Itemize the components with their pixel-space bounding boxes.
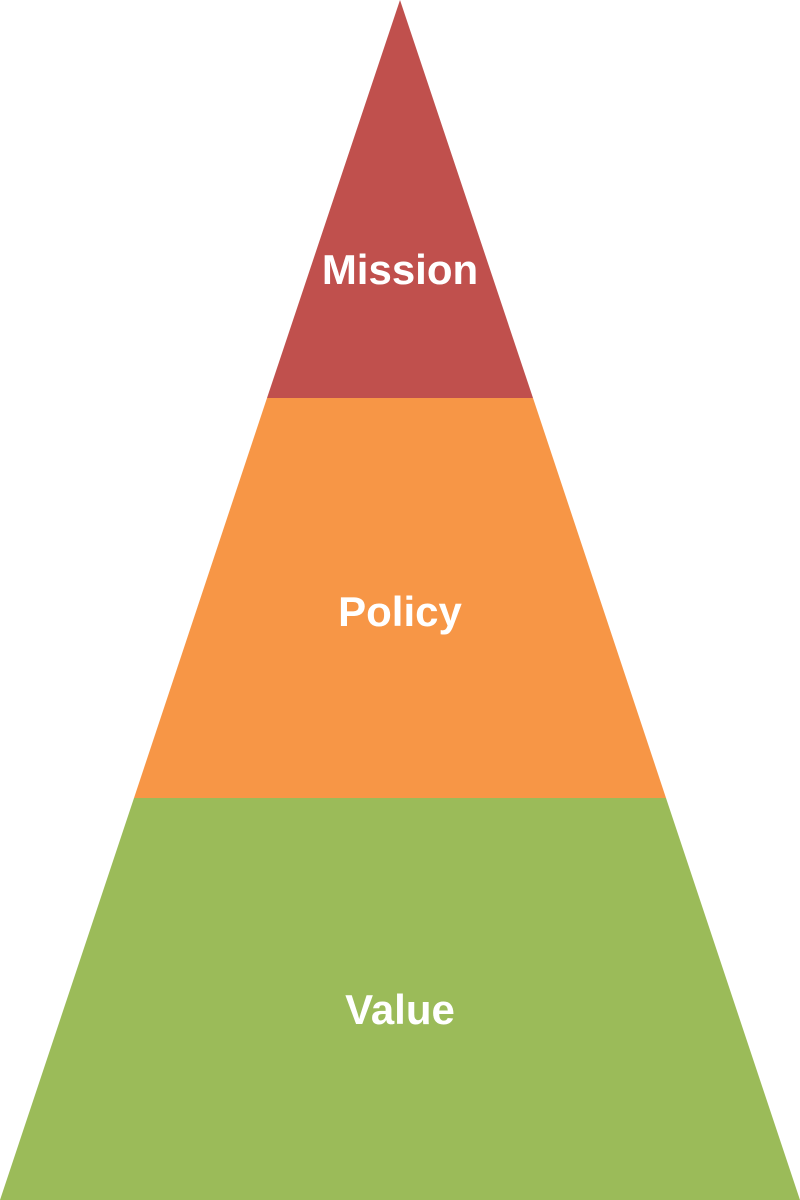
pyramid-tier-mission-label: Mission [322, 246, 478, 293]
pyramid-tier-mission [267, 0, 533, 398]
pyramid-tier-policy [134, 398, 666, 798]
pyramid-tier-value-label: Value [345, 986, 455, 1033]
pyramid-tier-policy-label: Policy [338, 588, 462, 635]
pyramid-tier-value [0, 798, 800, 1200]
